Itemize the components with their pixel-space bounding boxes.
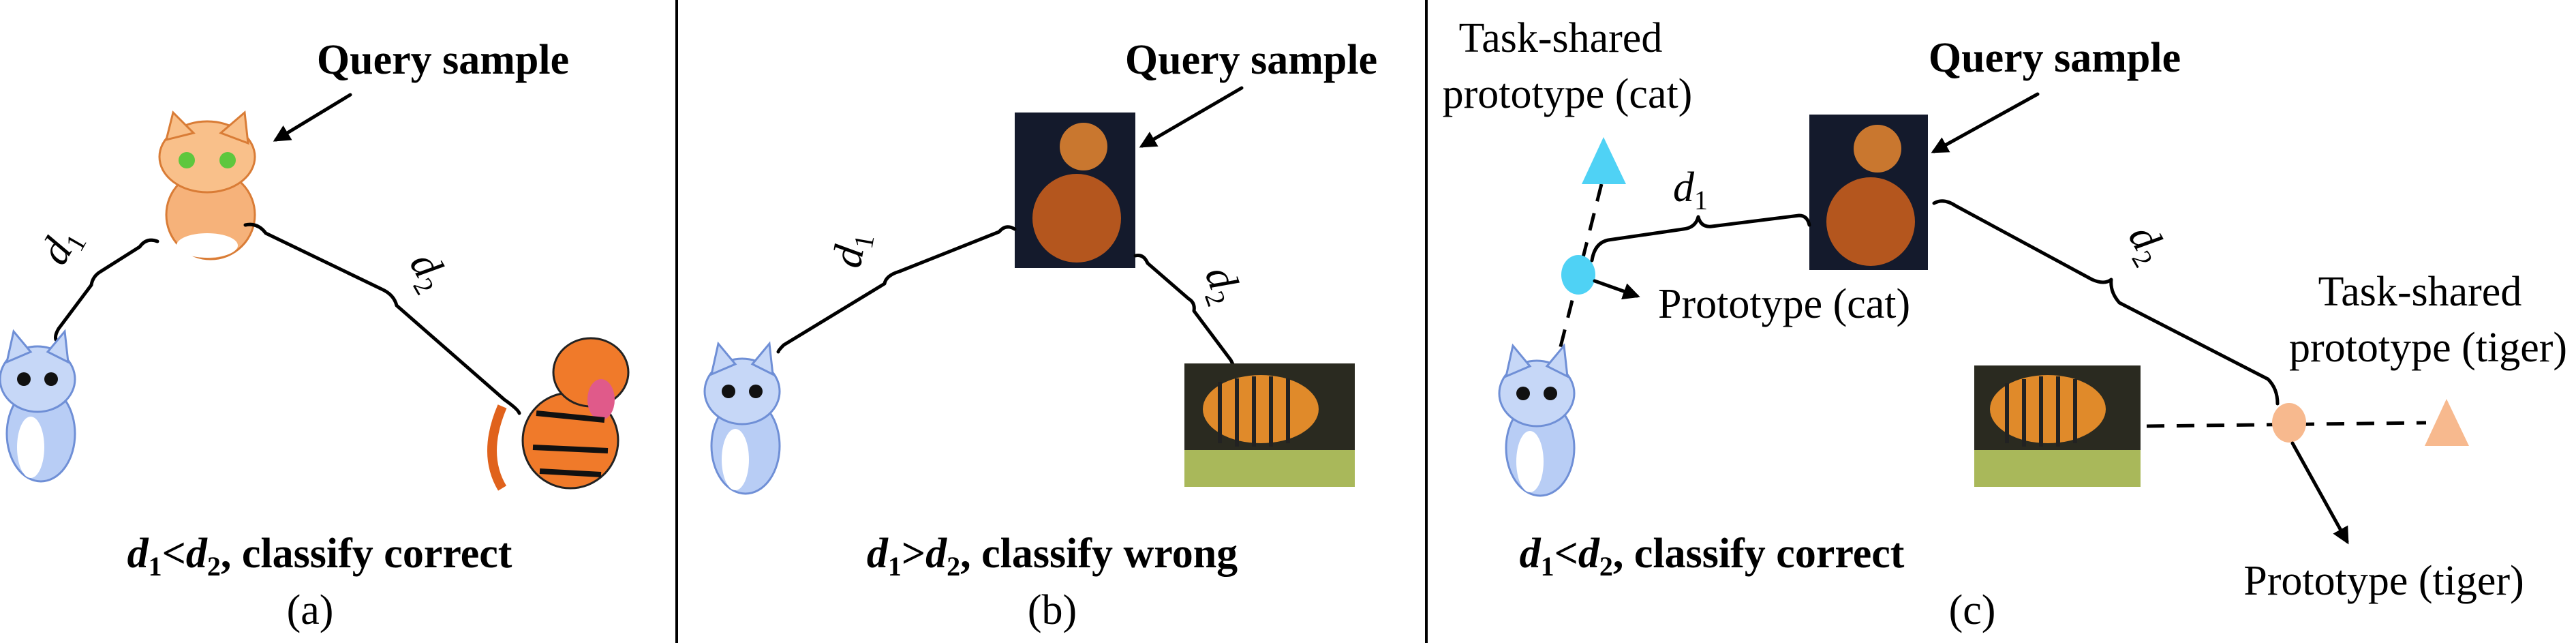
task-shared-cat-label-line2: prototype (cat) — [1443, 71, 1693, 117]
distance-d1-brace — [54, 238, 159, 342]
distance-d1-brace — [1590, 213, 1811, 263]
prototype-cat-label: Prototype (cat) — [1658, 281, 1910, 327]
cat-prototype-dot — [1561, 255, 1595, 295]
support-cartoon-cat-image — [0, 330, 76, 483]
tiger-prototype-arrow — [2290, 441, 2349, 545]
panel-tag-b: (b) — [1028, 587, 1077, 633]
support-cartoon-cat-image — [703, 342, 781, 495]
prototype-tiger-label: Prototype (tiger) — [2243, 558, 2524, 604]
query-sample-label: Query sample — [317, 37, 569, 83]
d1-label: d1 — [824, 228, 880, 271]
query-cat-photo — [1015, 113, 1135, 268]
d2-label: d2 — [2115, 217, 2177, 273]
support-tiger-photo — [1974, 365, 2141, 487]
task-shared-tiger-label-line1: Task-shared — [2318, 269, 2522, 315]
query-cat-photo — [1809, 115, 1928, 270]
panel-a: Query sample d1 d2 d1<d2, classify corre… — [0, 37, 630, 633]
query-arrow — [1139, 86, 1244, 148]
support-tiger-photo — [1184, 363, 1355, 487]
d1-label: d1 — [1673, 164, 1708, 215]
distance-d1-brace — [776, 225, 1017, 354]
task-shared-cat-prototype-triangle — [1582, 137, 1626, 184]
d2-label: d2 — [397, 244, 458, 300]
caption-a: d1<d2, classify correct — [127, 530, 512, 582]
tiger-prototype-dashed-link — [2146, 421, 2427, 428]
panel-c: Task-shared prototype (cat) Query sample… — [1443, 15, 2567, 633]
query-sample-label: Query sample — [1929, 35, 2181, 81]
support-cartoon-tiger-image — [487, 337, 630, 491]
task-shared-cat-label-line1: Task-shared — [1459, 15, 1663, 61]
d2-label: d2 — [1191, 260, 1251, 311]
panel-tag-a: (a) — [287, 587, 334, 633]
panel-tag-c: (c) — [1949, 587, 1996, 633]
distance-d2-brace — [243, 222, 521, 415]
task-shared-tiger-label-line2: prototype (tiger) — [2289, 325, 2567, 371]
query-sample-label: Query sample — [1125, 37, 1377, 83]
d1-label: d1 — [31, 219, 92, 275]
tiger-prototype-dot — [2272, 403, 2306, 443]
task-shared-tiger-prototype-triangle — [2425, 399, 2469, 446]
distance-d2-brace — [1932, 199, 2280, 406]
query-arrow — [1931, 92, 2040, 153]
distance-d2-brace — [1133, 254, 1235, 366]
cat-prototype-arrow — [1593, 279, 1640, 300]
caption-c: d1<d2, classify correct — [1520, 530, 1905, 582]
query-arrow — [273, 93, 352, 142]
support-cartoon-cat-image — [1498, 344, 1576, 497]
panel-b: Query sample d1 d2 d1>d2, classify wrong… — [703, 37, 1377, 633]
query-cartoon-cat-image — [158, 110, 256, 260]
caption-b: d1>d2, classify wrong — [867, 530, 1238, 582]
